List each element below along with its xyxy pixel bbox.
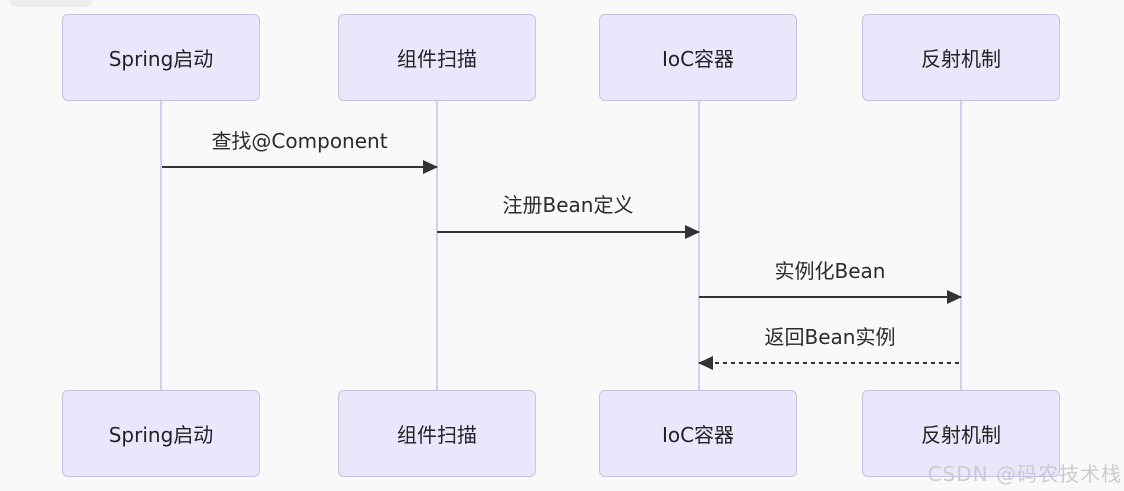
actor-bottom-reflection: 反射机制	[862, 390, 1060, 477]
message-line-instantiate-bean	[699, 290, 962, 304]
watermark: CSDN @码农技术栈	[927, 462, 1122, 486]
top-edge-fragment	[9, 0, 93, 7]
arrow-head-right-icon	[685, 225, 700, 239]
message-label-instantiate-bean: 实例化Bean	[774, 259, 886, 283]
actor-bottom-ioc-container: IoC容器	[599, 390, 797, 477]
actor-label: Spring启动	[108, 423, 214, 447]
actor-top-spring-start: Spring启动	[62, 14, 260, 101]
actor-label: IoC容器	[661, 423, 735, 447]
actor-label: IoC容器	[661, 47, 735, 71]
actor-bottom-spring-start: Spring启动	[62, 390, 260, 477]
actor-label: 组件扫描	[397, 47, 477, 71]
actor-label: 反射机制	[921, 47, 1001, 71]
lifeline-reflection	[960, 101, 962, 390]
arrow-head-right-icon	[947, 290, 962, 304]
message-line-find-component	[162, 160, 438, 174]
message-label-find-component: 查找@Component	[211, 129, 388, 153]
actor-top-reflection: 反射机制	[862, 14, 1060, 101]
arrow-head-right-icon	[423, 160, 438, 174]
actor-label: 反射机制	[921, 423, 1001, 447]
actor-top-component-scan: 组件扫描	[338, 14, 536, 101]
arrow-head-left-icon	[698, 356, 713, 370]
message-label-return-bean: 返回Bean实例	[764, 325, 896, 349]
message-line-return-bean	[698, 356, 961, 370]
lifeline-spring-start	[160, 101, 162, 390]
message-line-register-bean	[437, 225, 700, 239]
actor-label: 组件扫描	[397, 423, 477, 447]
lifeline-ioc-container	[698, 101, 700, 390]
actor-label: Spring启动	[108, 47, 214, 71]
actor-top-ioc-container: IoC容器	[599, 14, 797, 101]
lifeline-component-scan	[436, 101, 438, 390]
actor-bottom-component-scan: 组件扫描	[338, 390, 536, 477]
message-label-register-bean: 注册Bean定义	[502, 193, 634, 217]
